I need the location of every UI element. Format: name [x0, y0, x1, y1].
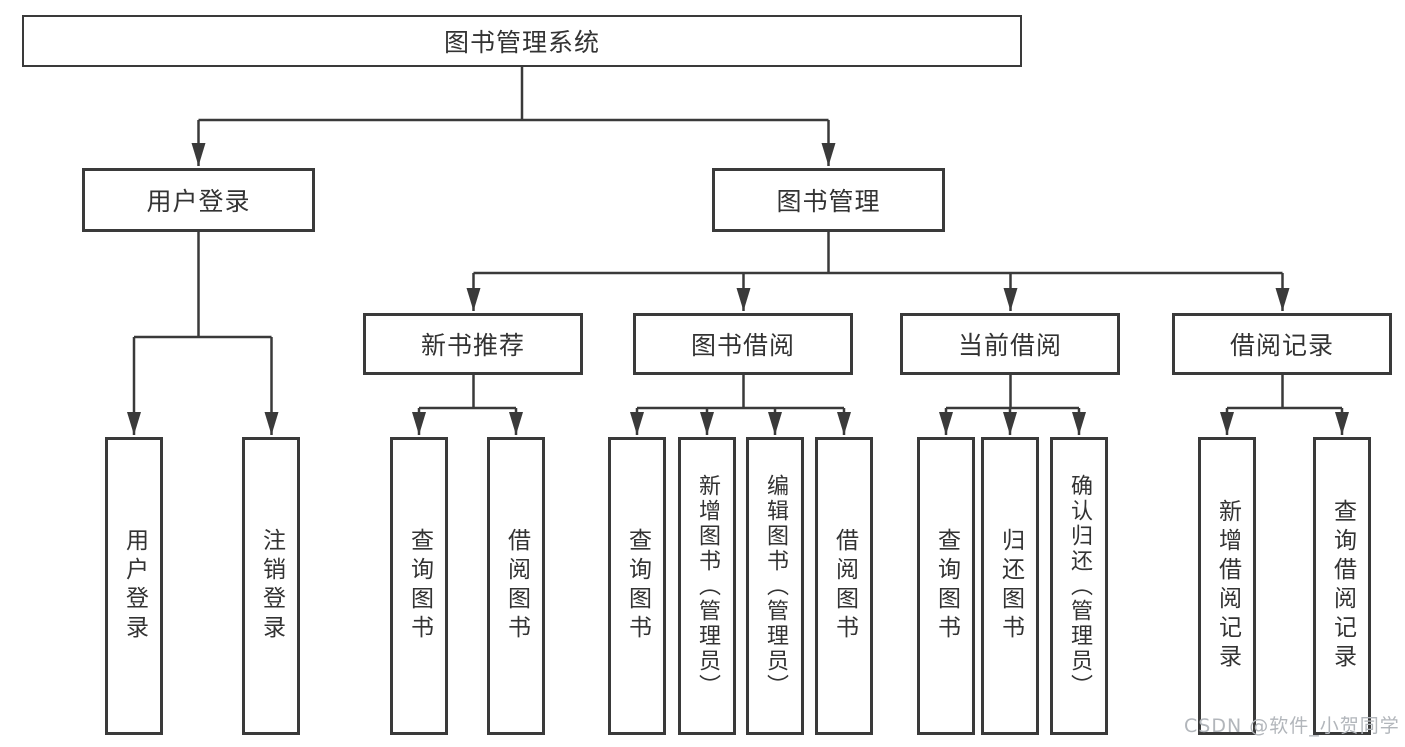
leaf-logout: 注销登录	[242, 437, 300, 735]
connector-root-split	[198, 67, 829, 122]
watermark: CSDN @软件_小贺同学	[1184, 715, 1400, 737]
node-root: 图书管理系统	[22, 15, 1022, 67]
connector-current-borrow-split	[946, 375, 1079, 410]
leaf-user-login: 用户登录	[105, 437, 163, 735]
leaf-current-confirm-label: 确认归还（管理员）	[1067, 473, 1092, 699]
node-book-borrow: 图书借阅	[633, 313, 853, 375]
node-current-borrow: 当前借阅	[900, 313, 1120, 375]
node-user-login: 用户登录	[82, 168, 315, 232]
leaf-records-add-label: 新增借阅记录	[1214, 499, 1241, 673]
leaf-user-login-label: 用户登录	[121, 528, 148, 644]
leaf-current-return-label: 归还图书	[997, 528, 1024, 644]
leaf-current-query: 查询图书	[917, 437, 975, 735]
leaf-logout-label: 注销登录	[258, 528, 285, 644]
connector-book-management-split	[473, 232, 1283, 275]
node-new-books: 新书推荐	[363, 313, 583, 375]
node-borrow-records: 借阅记录	[1172, 313, 1392, 375]
leaf-current-confirm: 确认归还（管理员）	[1050, 437, 1108, 735]
leaf-new-books-borrow: 借阅图书	[487, 437, 545, 735]
leaf-current-query-label: 查询图书	[933, 528, 960, 644]
leaf-new-books-query: 查询图书	[390, 437, 448, 735]
leaf-borrow-edit: 编辑图书（管理员）	[746, 437, 804, 735]
leaf-new-books-query-label: 查询图书	[406, 528, 433, 644]
leaf-records-add: 新增借阅记录	[1198, 437, 1256, 735]
leaf-borrow-query: 查询图书	[608, 437, 666, 735]
connector-book-borrow-split	[637, 375, 844, 410]
node-current-borrow-label: 当前借阅	[957, 331, 1062, 360]
connector-user-login-split	[134, 232, 272, 339]
leaf-borrow-borrow-label: 借阅图书	[831, 528, 858, 644]
node-book-management: 图书管理	[712, 168, 945, 232]
leaf-borrow-edit-label: 编辑图书（管理员）	[763, 473, 788, 699]
leaf-borrow-borrow: 借阅图书	[815, 437, 873, 735]
leaf-new-books-borrow-label: 借阅图书	[503, 528, 530, 644]
leaf-borrow-query-label: 查询图书	[624, 528, 651, 644]
leaf-borrow-add-label: 新增图书（管理员）	[695, 473, 720, 699]
node-root-label: 图书管理系统	[443, 28, 600, 57]
node-user-login-label: 用户登录	[146, 187, 251, 216]
leaf-borrow-add: 新增图书（管理员）	[678, 437, 736, 735]
leaf-current-return: 归还图书	[981, 437, 1039, 735]
leaf-records-query: 查询借阅记录	[1313, 437, 1371, 735]
connector-new-books-split	[419, 375, 516, 410]
node-book-borrow-label: 图书借阅	[690, 331, 795, 360]
node-book-management-label: 图书管理	[776, 187, 881, 216]
connector-borrow-records-split	[1227, 375, 1342, 410]
node-new-books-label: 新书推荐	[420, 331, 525, 360]
connector-group	[127, 67, 1349, 435]
leaf-records-query-label: 查询借阅记录	[1329, 499, 1356, 673]
node-borrow-records-label: 借阅记录	[1229, 331, 1334, 360]
